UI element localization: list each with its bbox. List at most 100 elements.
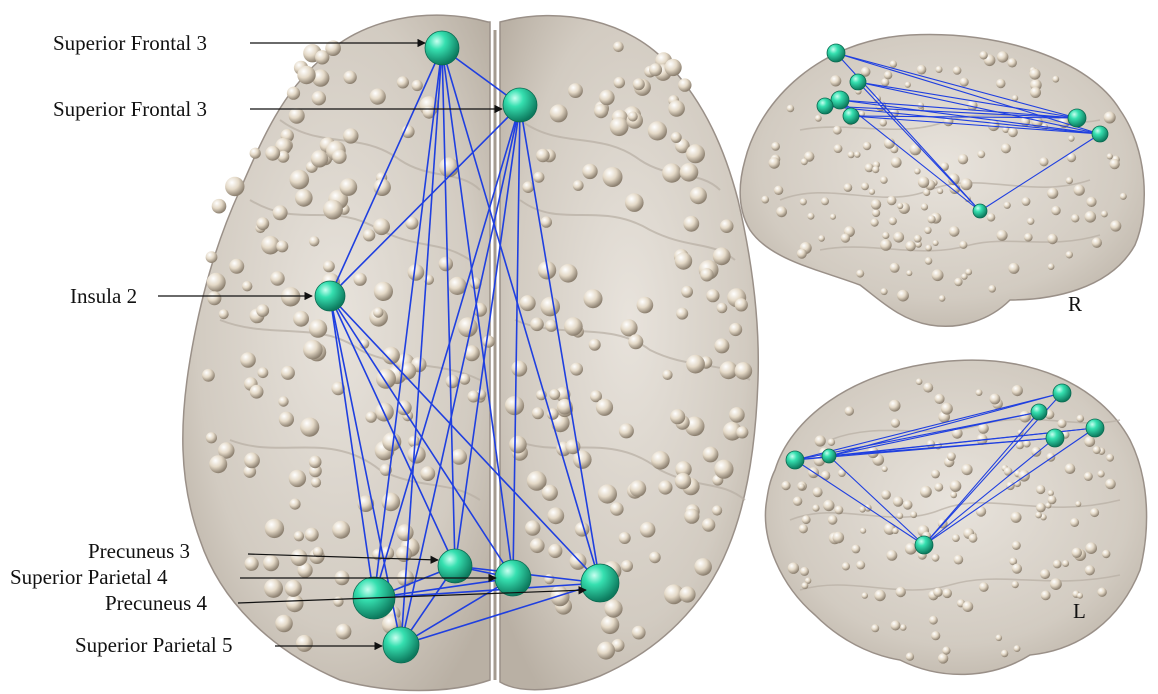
- axial-minor-node: [458, 317, 478, 337]
- axial-minor-node: [525, 520, 540, 535]
- right-lateral-minor-node: [960, 78, 969, 87]
- right-lateral-minor-node: [939, 295, 946, 302]
- right-lateral-minor-node: [1008, 263, 1019, 274]
- left-lateral-minor-node: [1085, 542, 1097, 554]
- left-lateral-minor-node: [893, 496, 903, 506]
- left-lateral-minor-node: [828, 515, 838, 525]
- axial-minor-node: [279, 412, 294, 427]
- axial-minor-node: [256, 217, 269, 230]
- left-lateral-surface: [765, 360, 1146, 674]
- axial-minor-node: [559, 264, 578, 283]
- axial-minor-node: [522, 181, 534, 193]
- right-lateral-minor-node: [889, 217, 897, 225]
- axial-minor-node: [250, 148, 261, 159]
- axial-minor-node: [250, 385, 264, 399]
- axial-minor-node: [290, 170, 310, 190]
- axial-minor-node: [649, 552, 661, 564]
- right-lateral-minor-node: [848, 151, 855, 158]
- right-lateral-minor-node: [925, 257, 933, 265]
- left-lateral-minor-node: [788, 563, 799, 574]
- axial-minor-node: [206, 251, 218, 263]
- right-lateral-minor-node: [893, 232, 904, 243]
- left-lateral-minor-node: [1077, 593, 1083, 599]
- axial-minor-node: [397, 524, 414, 541]
- axial-minor-node: [628, 112, 638, 122]
- right-lateral-minor-node: [925, 245, 932, 252]
- axial-minor-node: [439, 157, 459, 177]
- axial-minor-node: [265, 519, 284, 538]
- right-lateral-minor-node: [871, 219, 879, 227]
- axial-minor-node: [637, 297, 654, 314]
- axial-minor-node: [675, 473, 691, 489]
- right-lateral-minor-node: [1030, 87, 1041, 98]
- right-lateral-minor-node: [869, 189, 875, 195]
- right-lateral-minor-node: [863, 142, 871, 150]
- left-lateral-minor-node: [1105, 479, 1116, 490]
- axial-minor-node: [703, 447, 719, 463]
- right-lateral-minor-node: [897, 290, 909, 302]
- right-lateral-minor-node: [769, 157, 780, 168]
- left-lateral-minor-node: [934, 483, 943, 492]
- axial-minor-node: [729, 323, 742, 336]
- left-lateral-minor-node: [897, 513, 904, 520]
- left-lateral-minor-node: [962, 601, 973, 612]
- left-lateral-minor-node: [950, 492, 957, 499]
- right-lateral-minor-node: [914, 235, 922, 243]
- axial-minor-node: [582, 164, 597, 179]
- axial-minor-node: [275, 615, 293, 633]
- axial-minor-node: [412, 80, 423, 91]
- left-lateral-minor-node: [1084, 472, 1093, 481]
- axial-minor-node: [219, 309, 229, 319]
- right-lateral-minor-node: [1047, 234, 1057, 244]
- left-lateral-minor-node: [881, 490, 891, 500]
- right-lateral-minor-node: [881, 288, 888, 295]
- left-lateral-minor-node: [812, 505, 819, 512]
- right-lateral-minor-node: [905, 82, 911, 88]
- right-lateral-minor-node: [1071, 214, 1079, 222]
- axial-hub-node: [425, 31, 459, 65]
- right-lateral-minor-node: [1110, 220, 1121, 231]
- axial-minor-node: [286, 595, 304, 613]
- left-lateral-minor-node: [1035, 512, 1042, 519]
- right-lateral-minor-node: [949, 226, 960, 237]
- axial-minor-node: [212, 199, 227, 214]
- left-lateral-minor-node: [1062, 560, 1069, 567]
- left-lateral-minor-node: [950, 480, 962, 492]
- right-lateral-minor-node: [1027, 218, 1034, 225]
- axial-minor-node: [340, 178, 358, 196]
- axial-minor-node: [289, 108, 305, 124]
- label-superior-parietal-4: Superior Parietal 4: [10, 565, 168, 589]
- axial-minor-node: [668, 100, 685, 117]
- right-lateral-minor-node: [1092, 238, 1102, 248]
- axial-minor-node: [206, 432, 217, 443]
- right-lateral-minor-node: [1008, 127, 1018, 137]
- right-lateral-minor-node: [872, 209, 880, 217]
- left-lateral-minor-node: [1085, 565, 1095, 575]
- right-lateral-minor-node: [937, 188, 943, 194]
- left-lateral-minor-node: [828, 439, 835, 446]
- axial-minor-node: [671, 132, 682, 143]
- axial-minor-node: [599, 90, 614, 105]
- right-lateral-minor-node: [841, 233, 850, 242]
- right-lateral-minor-node: [1052, 76, 1059, 83]
- left-lateral-minor-node: [823, 500, 834, 511]
- left-lateral-minor-node: [874, 590, 885, 601]
- axial-minor-node: [343, 128, 358, 143]
- left-lateral-minor-node: [1040, 569, 1050, 579]
- axial-minor-node: [532, 407, 544, 419]
- right-lateral-minor-node: [1085, 211, 1097, 223]
- right-lateral-minor-node: [844, 183, 853, 192]
- axial-minor-node: [625, 193, 644, 212]
- left-lateral-minor-node: [821, 471, 830, 480]
- right-lateral-minor-node: [887, 196, 896, 205]
- axial-minor-node: [300, 418, 319, 437]
- left-lateral-minor-node: [862, 592, 868, 598]
- right-lateral-minor-node: [890, 263, 900, 273]
- axial-minor-node: [536, 149, 550, 163]
- axial-minor-node: [296, 635, 313, 652]
- left-lateral-minor-node: [941, 403, 953, 415]
- right-lateral-hub-node: [817, 98, 833, 114]
- right-lateral-minor-node: [776, 206, 787, 217]
- right-lateral-minor-node: [1022, 197, 1031, 206]
- axial-minor-node: [276, 240, 288, 252]
